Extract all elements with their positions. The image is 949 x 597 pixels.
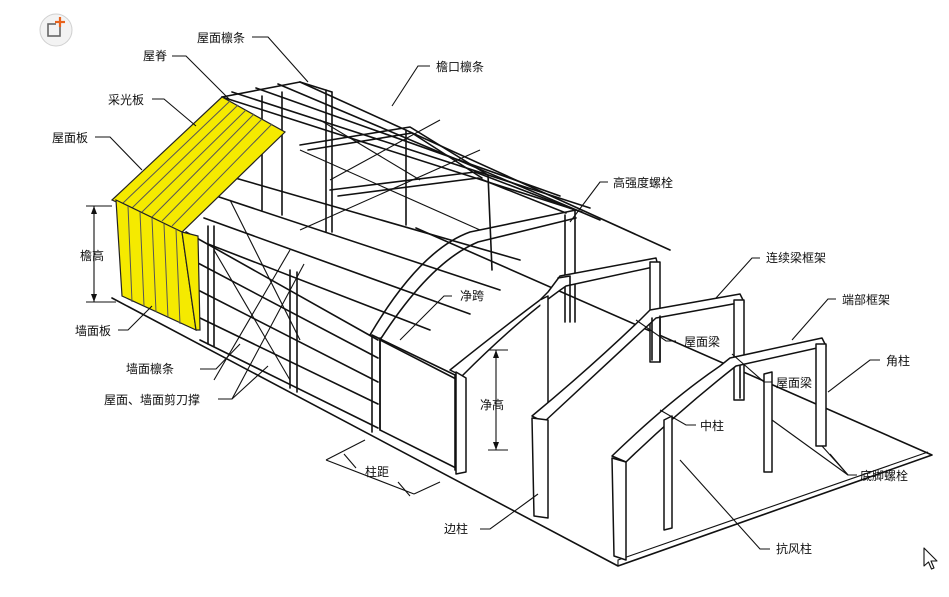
label-eave-purlin: 檐口檩条 (436, 59, 484, 74)
label-bay-spacing: 柱距 (365, 464, 389, 479)
leader-lines (95, 36, 880, 550)
label-roof-panel: 屋面板 (52, 131, 88, 145)
label-side-column: 边柱 (444, 521, 468, 536)
label-anchor-bolt: 底脚螺栓 (860, 468, 908, 483)
label-wind-column: 抗风柱 (776, 541, 812, 556)
label-wall-purlin: 墙面檩条 (126, 361, 174, 376)
add-frame-icon[interactable] (39, 13, 73, 47)
mouse-cursor-icon (923, 547, 938, 570)
label-ridge: 屋脊 (143, 49, 167, 63)
label-continuous-frame: 连续梁框架 (766, 250, 826, 265)
label-end-frame: 端部框架 (842, 292, 890, 307)
label-roof-beam-1: 屋面梁 (684, 334, 720, 349)
side-wall (185, 199, 381, 433)
label-roof-purlin: 屋面檩条 (197, 30, 245, 45)
label-corner-column: 角柱 (886, 353, 910, 368)
bay-spacing-dimension (325, 439, 441, 497)
label-eave-height: 檐高 (80, 248, 104, 263)
label-bracing: 屋面、墙面剪刀撑 (104, 392, 200, 407)
clear-height-dimension (488, 349, 508, 451)
label-clear-span: 净跨 (460, 289, 484, 303)
label-middle-column: 中柱 (700, 418, 724, 433)
front-gable-frame (369, 209, 577, 381)
rigid-frames (299, 126, 576, 323)
eave-height-dimension (86, 205, 116, 303)
floor-slab (111, 227, 933, 567)
frame-c-end (611, 337, 827, 561)
label-roof-beam-2: 屋面梁 (776, 375, 812, 390)
frame-b (531, 293, 745, 519)
labels: 屋面檩条 屋脊 采光板 屋面板 檐高 墙面板 墙面檩条 屋面、墙面剪刀撑 檐口檩… (52, 30, 910, 556)
wall-panel-yellow (115, 199, 201, 332)
label-hs-bolt: 高强度螺栓 (613, 175, 673, 190)
label-skylight-panel: 采光板 (108, 93, 144, 107)
roof-structure (189, 81, 671, 331)
label-wall-panel: 墙面板 (75, 324, 111, 338)
label-clear-height: 净高 (480, 397, 504, 412)
